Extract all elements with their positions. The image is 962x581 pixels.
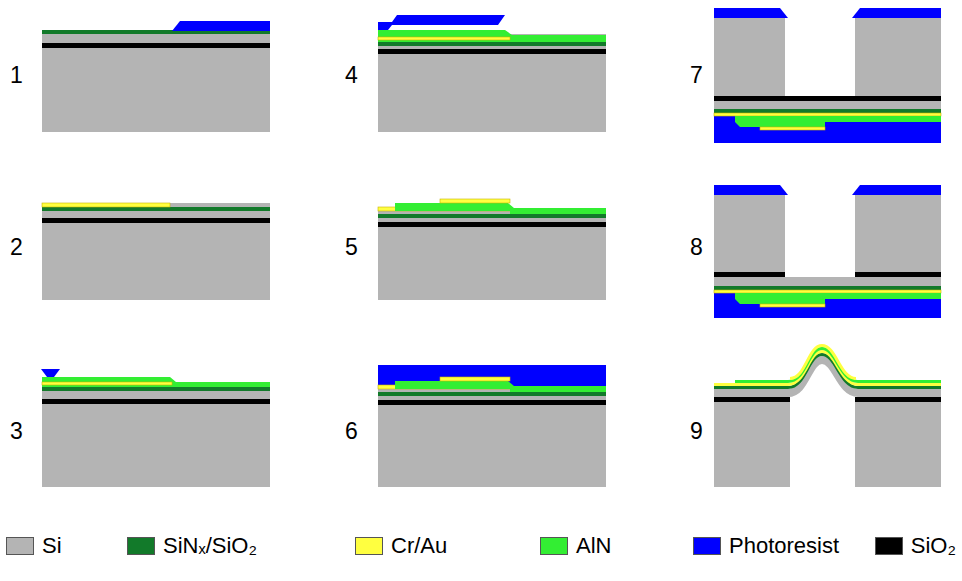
step-number: 2 xyxy=(10,236,23,259)
legend-text: Si xyxy=(42,535,62,557)
legend-text: Photoresist xyxy=(729,535,839,557)
panel-9 xyxy=(714,346,941,488)
legend-text: AlN xyxy=(576,535,611,557)
panel-4 xyxy=(378,15,606,132)
step-number: 4 xyxy=(345,64,358,87)
panel-7 xyxy=(714,8,941,143)
step-number: 1 xyxy=(10,64,23,87)
panel-8 xyxy=(714,185,941,318)
legend-text: SiO₂ xyxy=(911,535,956,557)
step-number: 8 xyxy=(690,236,703,259)
legend-swatch xyxy=(6,537,34,555)
legend-swatch xyxy=(875,537,903,555)
legend-swatch xyxy=(127,537,155,555)
legend-text: Cr/Au xyxy=(391,535,447,557)
legend-text: SiNₓ/SiO₂ xyxy=(163,535,257,557)
panel-3 xyxy=(41,369,270,487)
legend-swatch xyxy=(693,537,721,555)
step-number: 3 xyxy=(10,420,23,443)
legend-swatch xyxy=(540,537,568,555)
step-number: 5 xyxy=(345,236,358,259)
panel-2 xyxy=(42,203,270,300)
panel-5 xyxy=(378,199,606,300)
step-number: 9 xyxy=(690,420,703,443)
step-number: 6 xyxy=(345,420,358,443)
panel-6 xyxy=(378,365,606,487)
step-number: 7 xyxy=(690,64,703,87)
panel-1 xyxy=(42,21,270,132)
legend-swatch xyxy=(355,537,383,555)
